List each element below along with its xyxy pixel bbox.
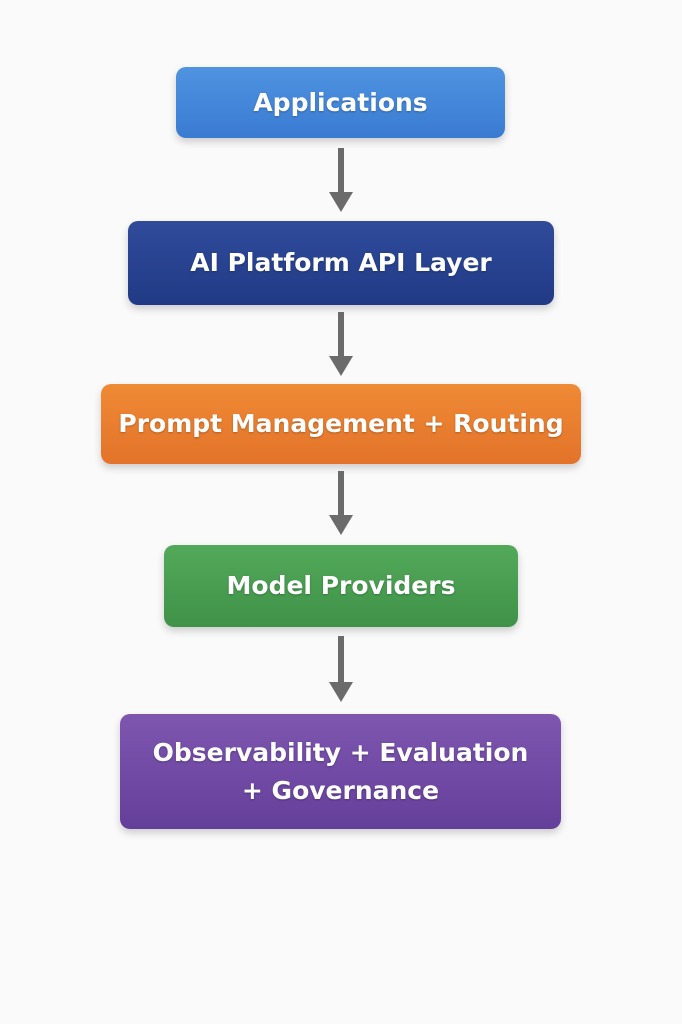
node-label: Model Providers [226, 571, 456, 601]
arrow-down-icon [329, 471, 353, 535]
node-label-line-2: + Governance [241, 775, 440, 805]
arrow-down-icon [329, 636, 353, 702]
arrow-down-icon [329, 148, 353, 212]
node-applications: Applications [176, 67, 505, 138]
node-label: AI Platform API Layer [190, 248, 492, 278]
node-label: Applications [253, 87, 428, 117]
node-observability: Observability + Evaluation + Governance [120, 714, 561, 829]
node-prompt-routing: Prompt Management + Routing [101, 384, 581, 464]
node-model-providers: Model Providers [164, 545, 518, 627]
arrow-down-icon [329, 312, 353, 376]
node-api-layer: AI Platform API Layer [128, 221, 554, 305]
node-label-line-1: Observability + Evaluation [152, 738, 529, 767]
node-label: Prompt Management + Routing [118, 409, 564, 439]
